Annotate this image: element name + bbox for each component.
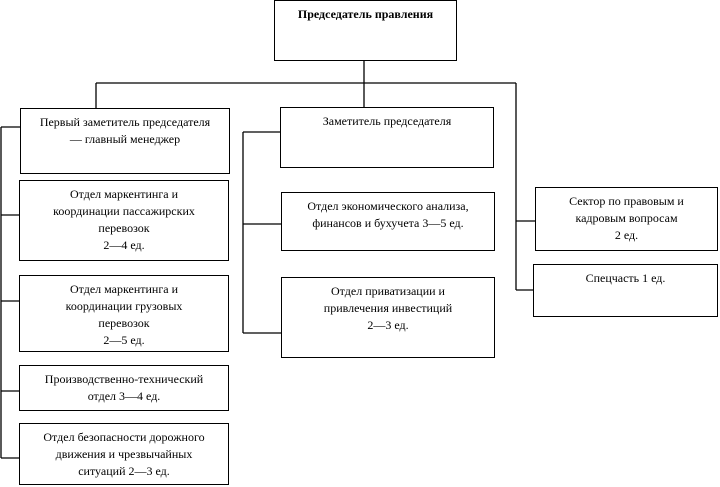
first-deputy-box: Первый заметитель председателя — главный… xyxy=(20,108,230,174)
passenger-marketing-box: Отдел маркентинга и координации пассажир… xyxy=(19,180,229,261)
production-technical-box: Производственно-технический отдел 3—4 ед… xyxy=(19,365,229,411)
road-safety-box: Отдел безопасности дорожного движения и … xyxy=(19,423,229,485)
legal-hr-sector-box: Сектор по правовым и кадровым вопросам 2… xyxy=(535,187,718,251)
deputy-box: Заметитель председателя xyxy=(280,107,494,168)
economic-analysis-box: Отдел экономического анализа, финансов и… xyxy=(281,192,495,251)
chairman-box: Председатель правления xyxy=(274,0,457,61)
privatization-box: Отдел приватизации и привлечения инвести… xyxy=(281,277,495,358)
special-unit-box: Спецчасть 1 ед. xyxy=(533,264,718,317)
cargo-marketing-box: Отдел маркентинга и координации грузовых… xyxy=(19,275,229,352)
